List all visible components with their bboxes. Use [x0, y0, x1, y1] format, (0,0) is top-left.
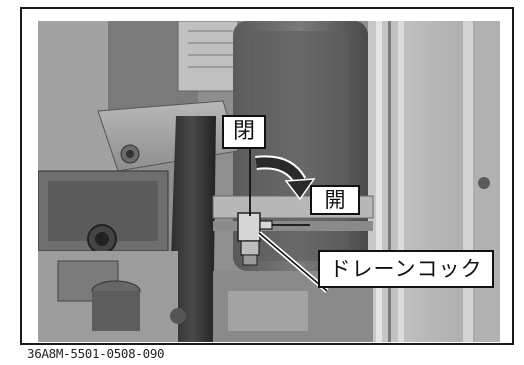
callout-close: 閉 [222, 115, 266, 149]
close-label: 閉 [232, 119, 255, 144]
drain-cock-label: ドレーンコック [329, 257, 483, 281]
callout-drain-cock: ドレーンコック [318, 250, 494, 288]
callout-open: 開 [310, 185, 360, 215]
open-label: 開 [324, 188, 346, 212]
figure-code: 36A8M-5501-0508-090 [27, 346, 165, 361]
machine-illustration [38, 21, 500, 342]
curved-arrow-right-icon [255, 155, 316, 201]
